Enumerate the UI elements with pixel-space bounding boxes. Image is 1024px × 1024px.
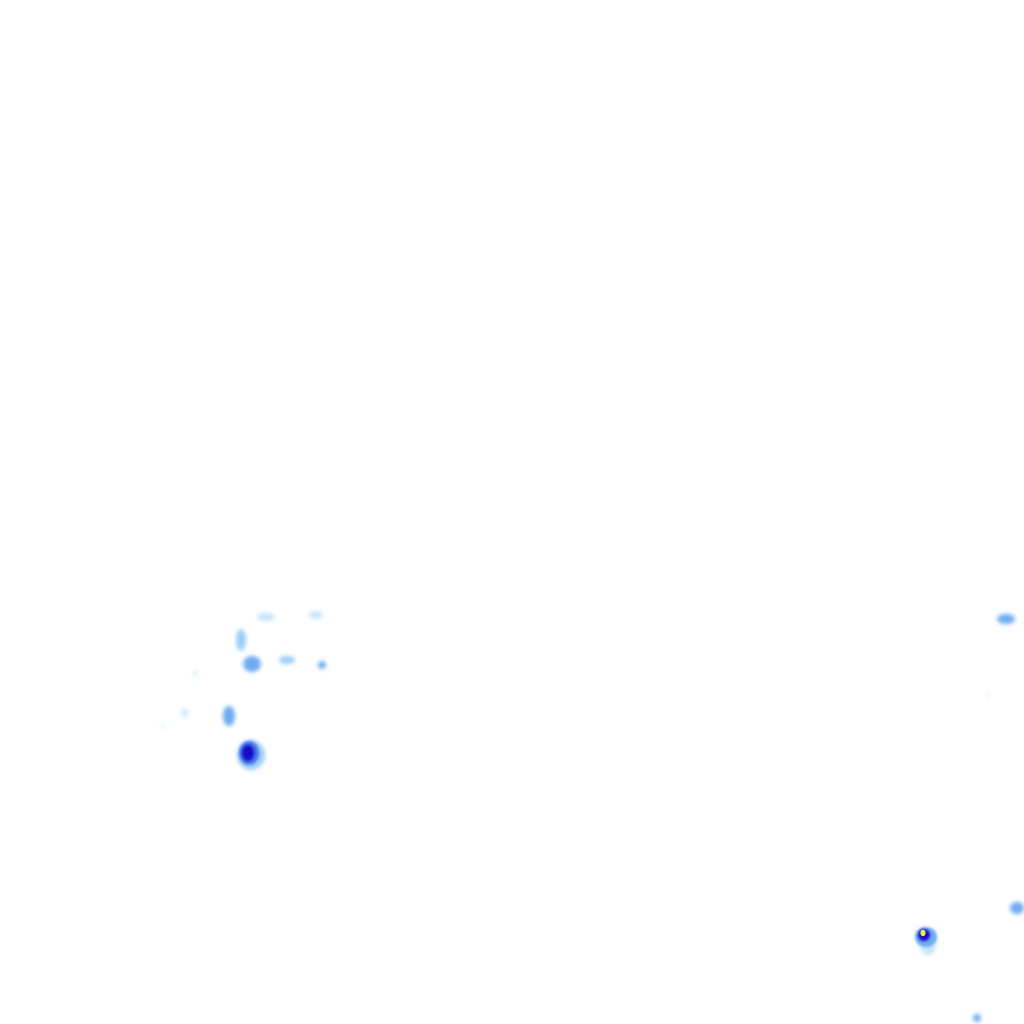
echo-trace bbox=[193, 671, 197, 675]
echo-light bbox=[318, 661, 326, 669]
echo-heavy bbox=[242, 745, 254, 761]
echo-light bbox=[243, 656, 261, 672]
echo-trace bbox=[161, 724, 165, 728]
echo-extreme bbox=[920, 929, 926, 937]
echo-very-light bbox=[236, 629, 246, 651]
echo-very-light bbox=[279, 656, 295, 664]
echo-trace bbox=[309, 611, 323, 619]
echo-cluster-southeast-trailing bbox=[973, 902, 1024, 1022]
echo-cluster-east-edge bbox=[986, 614, 1015, 697]
echo-cluster-northwest bbox=[161, 611, 326, 728]
echo-cluster-southwest-cell bbox=[237, 740, 265, 770]
echo-cluster-southeast-cell bbox=[915, 927, 937, 955]
echo-trace bbox=[182, 709, 188, 717]
echo-trace bbox=[257, 613, 275, 621]
echo-light bbox=[973, 1014, 981, 1022]
echo-light bbox=[997, 614, 1015, 624]
echo-light bbox=[1010, 902, 1024, 914]
echo-light bbox=[223, 706, 235, 726]
echo-trace bbox=[986, 693, 990, 697]
